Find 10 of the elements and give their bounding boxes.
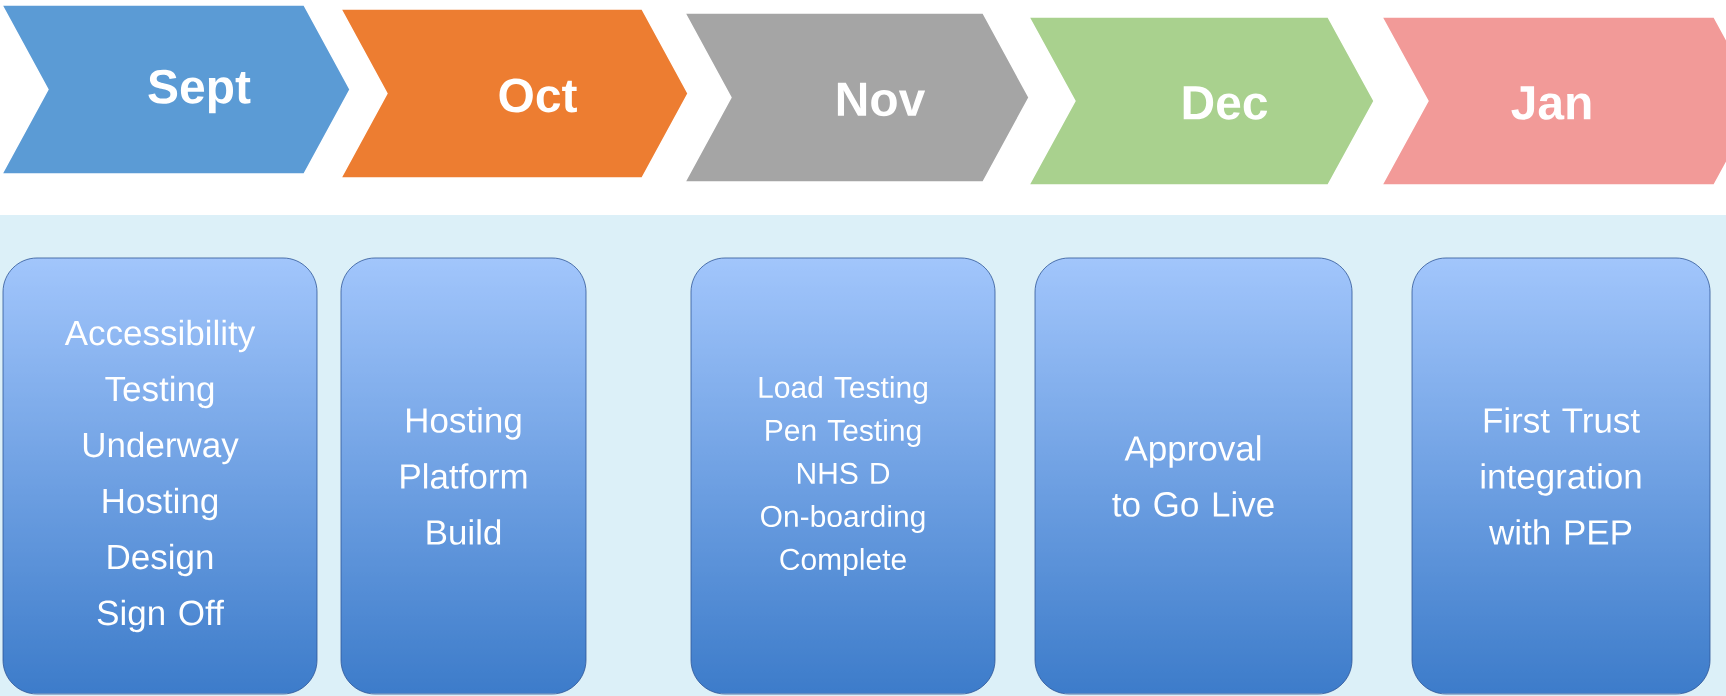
task-box: Accessibility Testing Underway Hosting Design Sign Off xyxy=(2,257,318,695)
month-banner: Oct xyxy=(340,8,689,179)
task-box: First Trust integration with PEP xyxy=(1411,257,1711,695)
month-banner: Sept xyxy=(1,4,351,175)
month-banner: Jan xyxy=(1381,16,1726,186)
task-box: Hosting Platform Build xyxy=(340,257,587,695)
month-banner: Dec xyxy=(1028,16,1375,186)
month-banner: Nov xyxy=(684,12,1030,183)
task-box: Load Testing Pen Testing NHS D On-boarding Complete xyxy=(690,257,996,695)
task-box: Approval to Go Live xyxy=(1034,257,1353,695)
